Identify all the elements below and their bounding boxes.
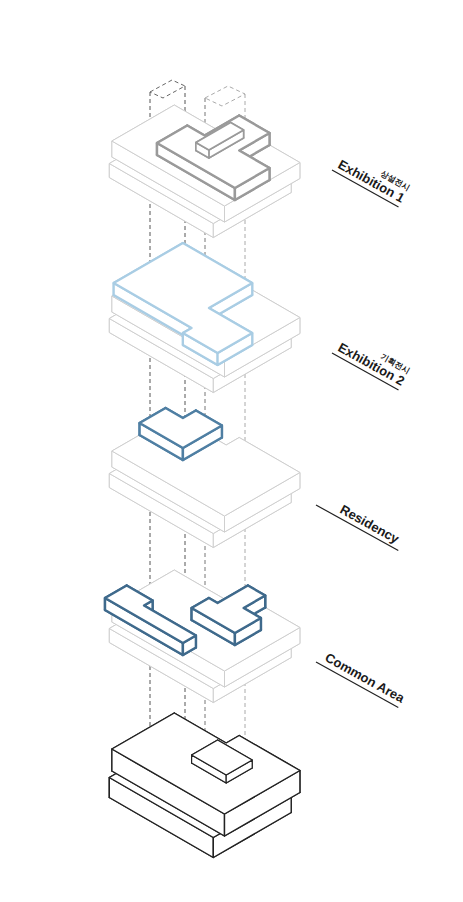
slab-top xyxy=(157,116,270,189)
layer-label: Residency xyxy=(338,503,401,546)
slab-top xyxy=(192,586,266,634)
floor-level xyxy=(109,243,300,393)
floor-level xyxy=(105,570,300,703)
floor-level xyxy=(109,105,300,238)
dashed-volume xyxy=(150,80,185,98)
slab-top xyxy=(140,408,222,448)
slab-top xyxy=(112,105,300,206)
slab-top xyxy=(112,713,300,814)
label-rules xyxy=(316,170,399,708)
floor-stack xyxy=(105,105,300,858)
base-volume xyxy=(109,713,300,858)
slab-top xyxy=(192,740,253,775)
slab-top xyxy=(114,243,253,353)
dashed-volume xyxy=(205,86,245,106)
layer-label: Common Area xyxy=(323,651,407,705)
slab-top xyxy=(196,123,244,151)
slab-top xyxy=(105,586,196,644)
floor-level xyxy=(109,408,300,548)
